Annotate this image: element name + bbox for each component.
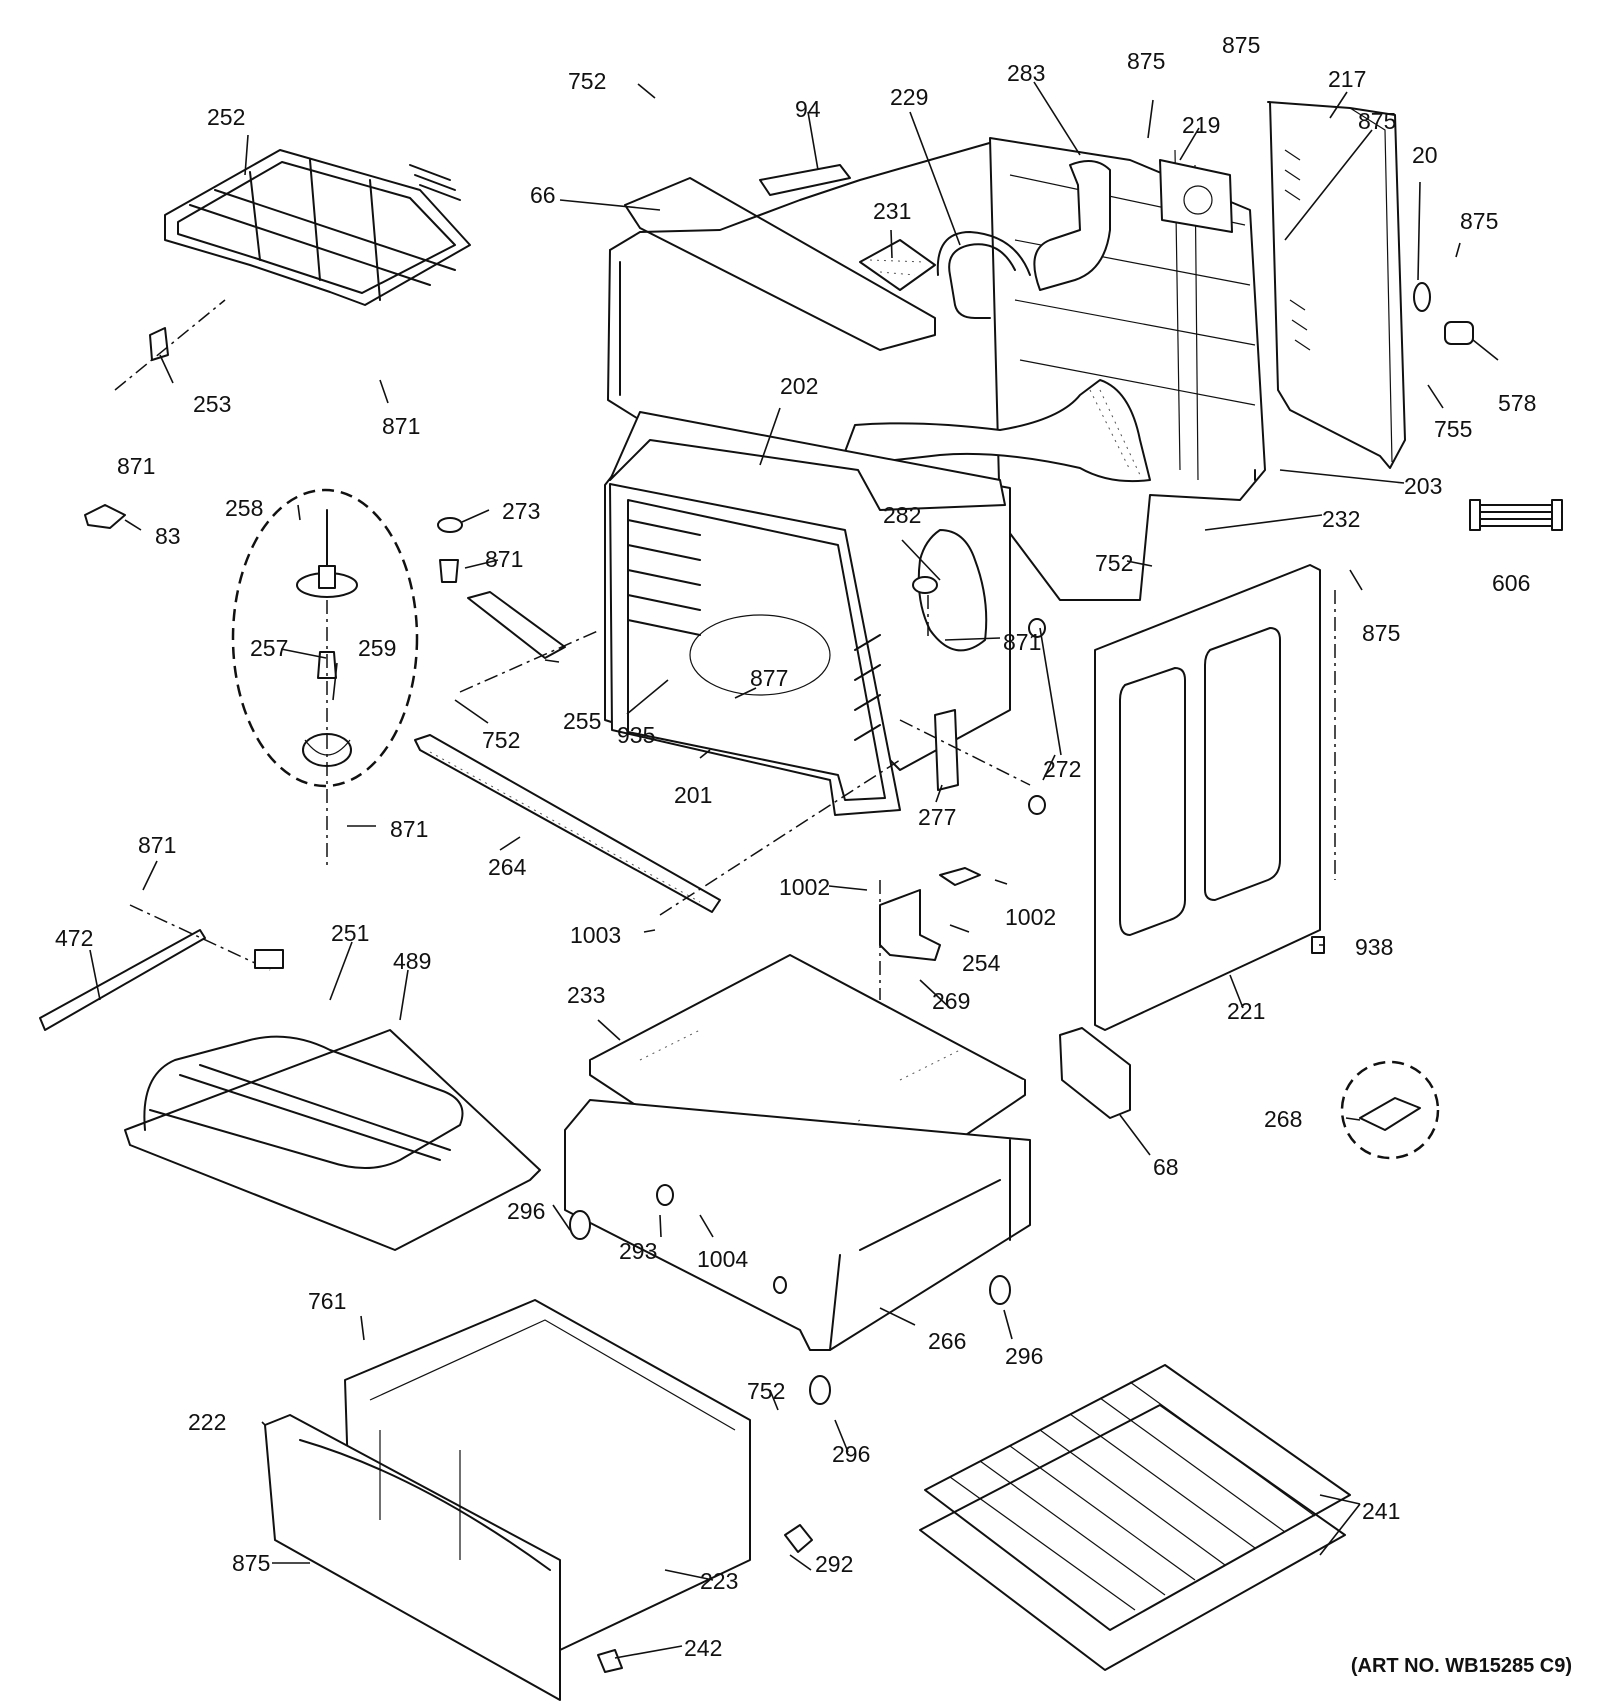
part-label: 935: [617, 722, 656, 748]
part-label: 66: [530, 182, 556, 208]
part-label: 266: [928, 1328, 967, 1354]
part-label: 269: [932, 988, 971, 1014]
part-label: 264: [488, 854, 527, 880]
oven-racks: [919, 1364, 1351, 1671]
part-label: 259: [358, 635, 397, 661]
part-label: 875: [1362, 620, 1401, 646]
part-label: 258: [225, 495, 264, 521]
part-label: 871: [138, 832, 177, 858]
part-label: 83: [155, 523, 181, 549]
top-bracket-66: [624, 177, 936, 351]
part-label: 1004: [697, 1246, 749, 1272]
part-label: 1002: [1005, 904, 1057, 930]
art-number: (ART NO. WB15285 C9): [1350, 1655, 1572, 1677]
part-label: 755: [1434, 416, 1473, 442]
part-label: 871: [1003, 629, 1042, 655]
part-label: 229: [890, 84, 929, 110]
drawer-frame-266: [564, 1099, 1031, 1351]
rail-472: [39, 929, 206, 1031]
part-label: 877: [750, 665, 789, 691]
part-label: 489: [393, 948, 432, 974]
part-label: 871: [117, 453, 156, 479]
part-label: 233: [567, 982, 606, 1008]
oven-cabinet: [607, 137, 1266, 601]
part-label: 94: [795, 96, 821, 122]
bracket-68: [1059, 1027, 1131, 1119]
part-label: 578: [1498, 390, 1537, 416]
part-label: 277: [918, 804, 957, 830]
part-label: 272: [1043, 756, 1082, 782]
part-label: 273: [502, 498, 541, 524]
part-label: 232: [1322, 506, 1361, 532]
part-label: 871: [390, 816, 429, 842]
part-label: 875: [1358, 108, 1397, 134]
part-label: 752: [1095, 550, 1134, 576]
detail-268: [1340, 1060, 1440, 1160]
part-label: 938: [1355, 934, 1394, 960]
part-label: 1003: [570, 922, 622, 948]
part-label: 296: [507, 1198, 546, 1224]
part-label: 752: [482, 727, 521, 753]
part-label: 223: [700, 1568, 739, 1594]
part-label: 283: [1007, 60, 1046, 86]
bracket-277: [934, 709, 959, 791]
part-label: 606: [1492, 570, 1531, 596]
part-label: 253: [193, 391, 232, 417]
wire-harness-606: [1469, 499, 1563, 531]
part-label: 222: [188, 1409, 227, 1435]
convection-fan-group: [231, 488, 419, 870]
part-label: 875: [1222, 32, 1261, 58]
bracket-255: [467, 591, 566, 659]
part-label: 203: [1404, 473, 1443, 499]
part-label: 20: [1412, 142, 1438, 168]
part-label: 761: [308, 1288, 347, 1314]
vent-bar-264: [414, 734, 721, 913]
part-label: 875: [1460, 208, 1499, 234]
leader-lines: [89, 81, 1499, 1659]
part-label: 875: [232, 1550, 271, 1576]
bake-element: [124, 949, 541, 1251]
part-label: 293: [619, 1238, 658, 1264]
part-label: 292: [815, 1551, 854, 1577]
part-label: 257: [250, 635, 289, 661]
broil-element: [114, 149, 471, 391]
part-label: 242: [684, 1635, 723, 1661]
part-label: 221: [1227, 998, 1266, 1024]
part-label: 1002: [779, 874, 831, 900]
warming-drawer: [264, 1299, 813, 1701]
part-label: 252: [207, 104, 246, 130]
part-label: 251: [331, 920, 370, 946]
side-panel-217: [1267, 101, 1406, 469]
part-label: 255: [563, 708, 602, 734]
part-label: 241: [1362, 1498, 1401, 1524]
part-label: 219: [1182, 112, 1221, 138]
part-label: 68: [1153, 1154, 1179, 1180]
part-label: 296: [832, 1441, 871, 1467]
part-label: 296: [1005, 1343, 1044, 1369]
part-label: 217: [1328, 66, 1367, 92]
part-label: 231: [873, 198, 912, 224]
part-label: 472: [55, 925, 94, 951]
part-label: 875: [1127, 48, 1166, 74]
clip-83: [84, 504, 126, 529]
part-label: 268: [1264, 1106, 1303, 1132]
part-label: 201: [674, 782, 713, 808]
part-label: 871: [382, 413, 421, 439]
part-label: 871: [485, 546, 524, 572]
part-label: 752: [568, 68, 607, 94]
part-label: 282: [883, 502, 922, 528]
part-label: 202: [780, 373, 819, 399]
part-label: 254: [962, 950, 1001, 976]
part-label: 752: [747, 1378, 786, 1404]
